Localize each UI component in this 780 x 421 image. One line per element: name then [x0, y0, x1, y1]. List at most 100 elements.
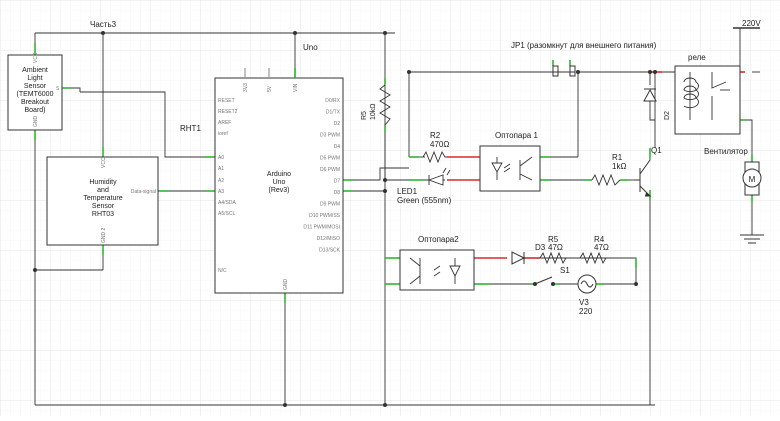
- optocoupler-2[interactable]: [399, 249, 475, 291]
- arduino-left-pin: A5/SCL: [218, 211, 235, 217]
- r5b-ref: R5: [548, 235, 559, 244]
- switch-s1[interactable]: [533, 276, 555, 286]
- junction-dots: [33, 31, 657, 407]
- jp1-label: JP1 (разомкнут для внешнего питания): [511, 41, 657, 50]
- arduino-left-pin: A4/SDA: [218, 200, 236, 206]
- fan-motor[interactable]: M: [742, 161, 762, 196]
- r4-ref: R4: [594, 235, 605, 244]
- resistor-r5-10k[interactable]: [379, 84, 391, 126]
- ambient-title-2: Light: [27, 75, 42, 82]
- arduino-right-pin: D13/SCK: [319, 248, 341, 254]
- arduino-title-3: (Rev3): [268, 187, 289, 194]
- ambient-title-6: Board): [24, 107, 45, 114]
- relay-label: реле: [688, 53, 706, 62]
- ambient-pin-s: S: [56, 86, 60, 92]
- ambient-pin-gnd: GND: [33, 116, 39, 128]
- arduino-left-pin: A1: [218, 166, 224, 172]
- d2-label: D2: [664, 111, 671, 120]
- arduino-right-pin: D12/MISO: [317, 236, 340, 242]
- rht-title-4: Sensor: [92, 203, 115, 210]
- r4-value: 47Ω: [594, 243, 609, 252]
- arduino-right-pin: D8: [334, 190, 341, 196]
- s1-label: S1: [560, 266, 570, 275]
- humidity-temperature-sensor[interactable]: Humidity and Temperature Sensor RHT03 VC…: [46, 156, 159, 246]
- relay[interactable]: [674, 65, 741, 135]
- arduino-right-pin: D1/TX: [326, 110, 341, 116]
- r5-value: 10kΩ: [370, 103, 377, 120]
- arduino-right-pin: D3 PWM: [320, 133, 340, 139]
- jumper-jp1[interactable]: [552, 65, 576, 77]
- led1-ref: LED1: [397, 187, 418, 196]
- motor-glyph: M: [749, 175, 756, 184]
- rht-title-1: Humidity: [89, 179, 117, 186]
- arduino-right-pin: D5 PWM: [320, 156, 340, 162]
- rht-ref-label: RHT1: [180, 124, 201, 133]
- ambient-title-4: (TEMT6000: [17, 91, 54, 98]
- ac-source-v3[interactable]: [577, 274, 597, 294]
- arduino-top-pin: 5V: [267, 85, 273, 92]
- diode-d3[interactable]: [511, 251, 526, 265]
- arduino-left-pin: A2: [218, 178, 224, 184]
- opto2-label: Оптопара2: [418, 235, 459, 244]
- rht-title-5: RHT03: [92, 211, 114, 218]
- arduino-left-pin: AREF: [218, 120, 231, 126]
- arduino-right-pin: D0/RX: [325, 98, 340, 104]
- diode-d2[interactable]: [643, 88, 657, 102]
- arduino-right-pin: D9 PWM: [320, 202, 340, 208]
- ambient-pin-vcc: VCC: [33, 52, 39, 63]
- led1[interactable]: [427, 167, 451, 186]
- r1-ref: R1: [612, 153, 623, 162]
- arduino-top-pins: 3V3 5V VIN: [243, 68, 299, 92]
- arduino-left-pin: N/C: [218, 268, 227, 274]
- arduino-right-pin: D7: [334, 179, 341, 185]
- rht-pin-data: Data-signal: [131, 189, 156, 195]
- ambient-title-1: Ambient: [22, 67, 48, 74]
- arduino-right-pin: D11 PWM/MOSI: [303, 225, 340, 231]
- arduino-left-pin: A0: [218, 155, 224, 161]
- opto1-label: Оптопара 1: [495, 131, 538, 140]
- arduino-right-pin: D2: [334, 121, 341, 127]
- resistor-r2[interactable]: [422, 150, 447, 164]
- rht-title-2: and: [97, 187, 109, 194]
- part-label: Часть3: [90, 20, 117, 29]
- supply-label: 220V: [742, 19, 761, 28]
- d3-label: D3: [535, 243, 546, 252]
- arduino-top-pin: VIN: [293, 83, 299, 92]
- transistor-q1[interactable]: [634, 159, 652, 197]
- r2-value: 470Ω: [430, 140, 449, 149]
- arduino-left-pin: RESET: [218, 98, 235, 104]
- ambient-light-sensor[interactable]: Ambient Light Sensor (TEMT6000 Breakout …: [7, 52, 63, 131]
- fan-label: Вентилятор: [704, 147, 748, 156]
- ambient-title-5: Breakout: [21, 99, 49, 106]
- arduino-right-pin: D4: [334, 144, 341, 150]
- r1-value: 1kΩ: [612, 162, 626, 171]
- ground-symbol: [740, 234, 764, 244]
- v3-ref: V3: [579, 298, 589, 307]
- arduino-left-pin: A3: [218, 189, 224, 195]
- arduino-title-1: Arduino: [267, 171, 291, 178]
- arduino-ref-label: Uno: [303, 43, 318, 52]
- arduino-right-pin: D6 PWM: [320, 167, 340, 173]
- rht-pin-vcc: VCC: [101, 157, 107, 168]
- q1-label: Q1: [651, 146, 662, 155]
- arduino-title-2: Uno: [273, 179, 286, 186]
- resistor-r1[interactable]: [591, 173, 621, 187]
- arduino-right-pin: D10 PWM/SS: [309, 213, 341, 219]
- resistor-r4[interactable]: [579, 251, 607, 265]
- arduino-left-pin: ioref: [218, 131, 228, 137]
- led1-value: Green (555nm): [397, 196, 452, 205]
- r5-ref: R5: [361, 111, 368, 120]
- rht-title-3: Temperature: [83, 195, 122, 202]
- resistor-r5-47[interactable]: [539, 251, 567, 265]
- arduino-top-pin: 3V3: [243, 83, 249, 92]
- r2-ref: R2: [430, 131, 441, 140]
- r5b-value: 47Ω: [548, 243, 563, 252]
- rht-pin-gnd: GND 2: [101, 228, 107, 244]
- optocoupler-1[interactable]: [479, 145, 541, 192]
- arduino-left-pin: RESET2: [218, 109, 238, 115]
